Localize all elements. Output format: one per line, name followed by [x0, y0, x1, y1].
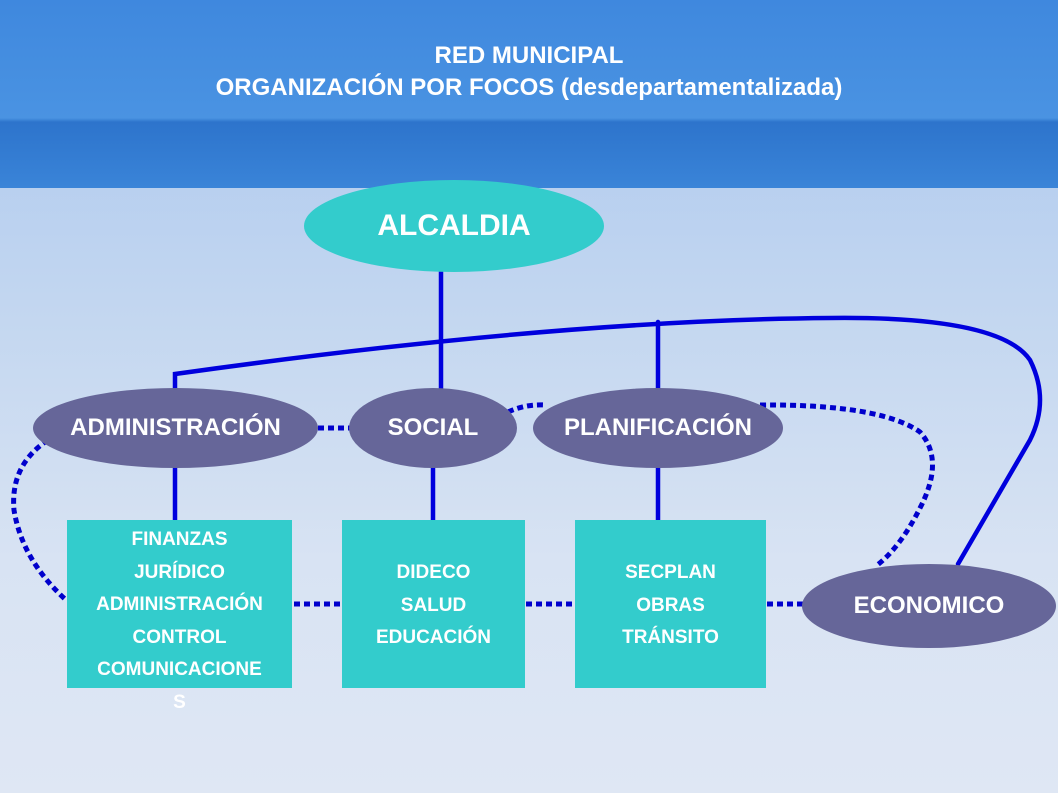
- box-line: COMUNICACIONE: [97, 659, 262, 680]
- box-line: DIDECO: [396, 562, 471, 583]
- box-line: SECPLAN: [625, 562, 716, 583]
- node-social: SOCIAL: [349, 388, 517, 468]
- header-banner: [0, 0, 1058, 188]
- node-economico: ECONOMICO: [802, 564, 1056, 648]
- title-line-1: RED MUNICIPAL: [434, 42, 624, 69]
- box-line: JURÍDICO: [134, 561, 225, 583]
- box-line: ADMINISTRACIÓN: [96, 594, 263, 615]
- box-social: DIDECO SALUD EDUCACIÓN: [342, 520, 525, 688]
- box-line: EDUCACIÓN: [375, 627, 492, 648]
- dotted-right-arc: [759, 402, 935, 568]
- node-alcaldia: ALCALDIA: [304, 180, 604, 272]
- node-alcaldia-label: ALCALDIA: [377, 209, 531, 242]
- node-planificacion: PLANIFICACIÓN: [533, 388, 783, 468]
- node-administracion-label: ADMINISTRACIÓN: [70, 414, 281, 441]
- line-bracket: [172, 315, 1043, 567]
- title-line-2: ORGANIZACIÓN POR FOCOS (desdepartamental…: [215, 74, 843, 101]
- node-social-label: SOCIAL: [387, 414, 479, 441]
- box-line: TRÁNSITO: [622, 627, 719, 648]
- box-line: S: [173, 691, 186, 713]
- node-economico-label: ECONOMICO: [853, 592, 1005, 619]
- node-planificacion-label: PLANIFICACIÓN: [564, 414, 752, 441]
- box-line: CONTROL: [132, 626, 227, 648]
- box-line: FINANZAS: [131, 529, 228, 550]
- dotted-social-plan: [506, 402, 546, 415]
- box-line: SALUD: [400, 594, 467, 616]
- box-planificacion: SECPLAN OBRAS TRÁNSITO: [575, 520, 766, 688]
- box-line: OBRAS: [636, 594, 705, 616]
- node-administracion: ADMINISTRACIÓN: [33, 388, 318, 468]
- box-administracion: FINANZAS JURÍDICO ADMINISTRACIÓN CONTROL…: [67, 520, 292, 713]
- dotted-left-arc: [11, 437, 68, 602]
- page-title: RED MUNICIPAL ORGANIZACIÓN POR FOCOS (de…: [0, 40, 1058, 104]
